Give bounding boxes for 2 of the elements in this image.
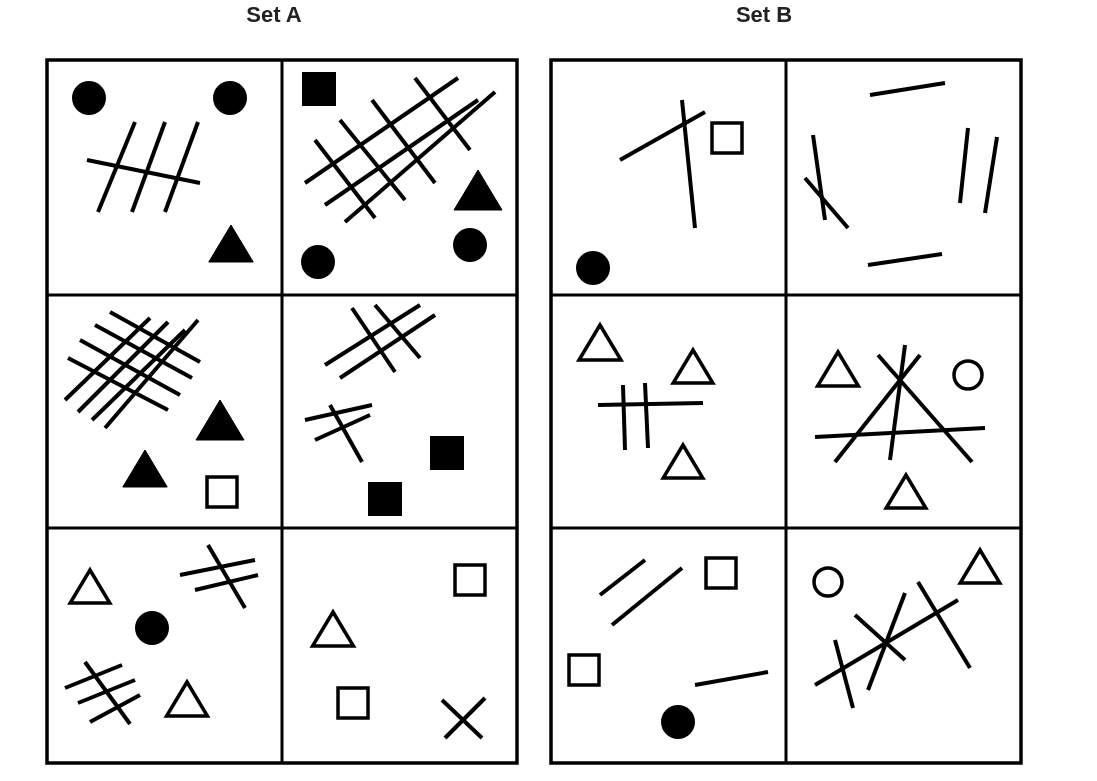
- set-title: Set B: [734, 2, 794, 28]
- set-title: Set A: [245, 2, 303, 28]
